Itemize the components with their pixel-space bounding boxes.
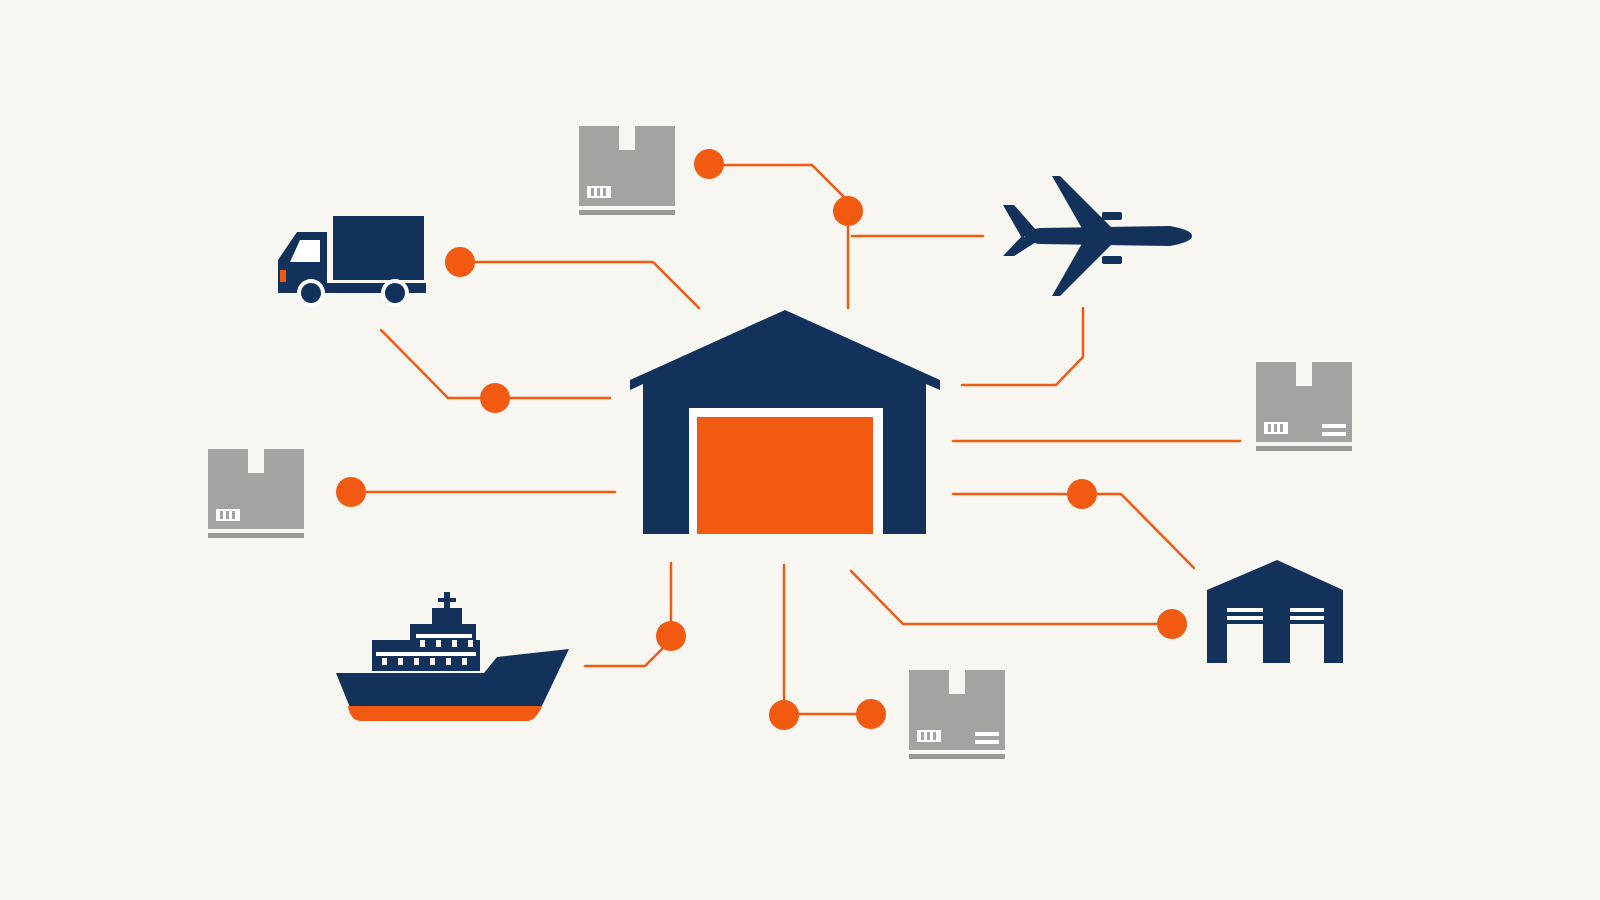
connector-dot (480, 383, 510, 413)
connector-distribution-upper (951, 492, 1196, 570)
connector-top-package (708, 163, 850, 203)
connector-bottom-package (782, 563, 872, 716)
connector-dot (336, 477, 366, 507)
connector-dot (656, 621, 686, 651)
ship-icon (336, 592, 569, 721)
connector-truck (458, 260, 701, 310)
connector-airplane-down (960, 306, 1085, 387)
package-icon (1256, 362, 1352, 451)
connector-dot (1157, 609, 1187, 639)
connector-dot (1067, 479, 1097, 509)
connector-dot (856, 699, 886, 729)
connector-ship (583, 561, 673, 668)
truck-icon (278, 216, 426, 307)
connector-dot (445, 247, 475, 277)
package-icon (909, 670, 1005, 759)
central-warehouse-icon (630, 310, 940, 534)
connector-dot (694, 149, 724, 179)
distribution-center-icon (1207, 560, 1343, 663)
connector-warehouse-left-upper (379, 328, 612, 400)
package-icon (208, 449, 304, 538)
connector-dot (769, 700, 799, 730)
connector-lines (350, 163, 1242, 716)
airplane-icon (1003, 176, 1192, 296)
connector-distribution-lower (849, 569, 1174, 626)
package-icon (579, 126, 675, 215)
connector-dots (336, 149, 1187, 730)
connector-dot (833, 196, 863, 226)
